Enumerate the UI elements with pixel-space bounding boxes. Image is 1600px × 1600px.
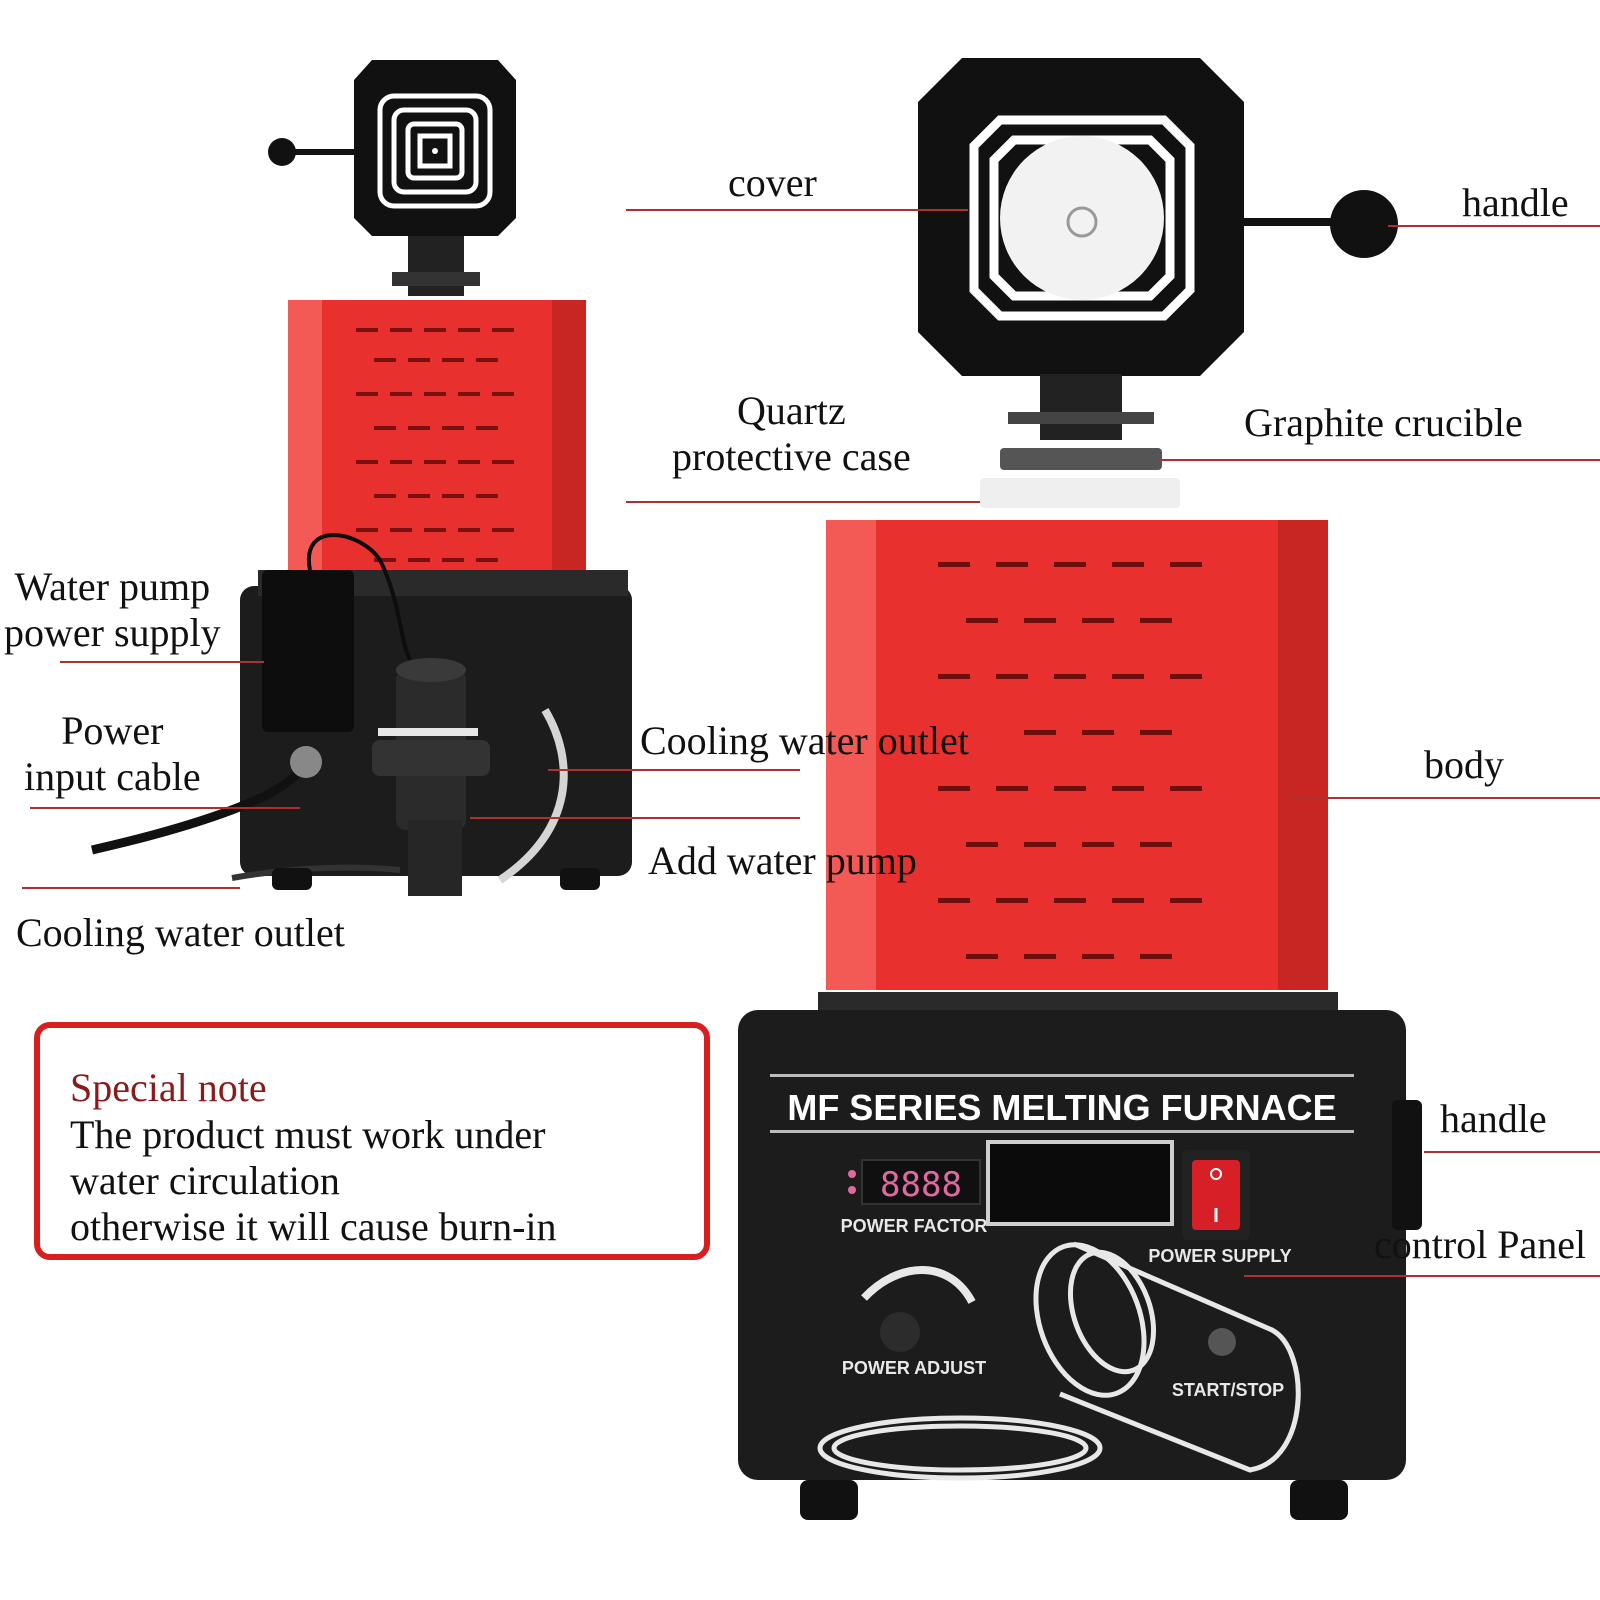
panel-window — [986, 1140, 1174, 1226]
label-handle-right: handle — [1440, 1096, 1547, 1141]
label-graphite-crucible: Graphite crucible — [1244, 400, 1523, 445]
special-note-line: otherwise it will cause burn-in — [70, 1204, 557, 1249]
start-stop-button — [1208, 1328, 1236, 1356]
rear-view-furnace — [91, 60, 632, 896]
label-cooling-water-outlet-left: Cooling water outlet — [16, 910, 345, 955]
panel-crucible-drawing — [817, 1241, 1301, 1481]
rear-body — [288, 300, 586, 586]
panel-power-adjust: POWER ADJUST — [842, 1358, 986, 1378]
label-power-input-cable: Power input cable — [24, 708, 201, 799]
special-note-line: The product must work under — [70, 1112, 546, 1157]
power-factor-display — [861, 1159, 981, 1205]
rear-vents — [356, 328, 514, 562]
label-cooling-water-outlet-mid: Cooling water outlet — [640, 718, 969, 763]
special-note-line: water circulation — [70, 1158, 340, 1203]
label-handle-top: handle — [1462, 180, 1569, 225]
front-view-furnace — [738, 58, 1422, 1520]
panel-power-supply: POWER SUPPLY — [1148, 1246, 1291, 1266]
cover-grille-icon — [969, 115, 1195, 321]
panel-display-value: 8888 — [880, 1165, 962, 1205]
label-quartz-case: Quartz protective case — [672, 388, 911, 479]
front-body — [826, 520, 1328, 990]
side-handle — [1392, 1100, 1422, 1230]
panel-series-title: MF SERIES MELTING FURNACE — [787, 1087, 1336, 1128]
panel-text: MF SERIES MELTING FURNACE 8888 POWER FAC… — [787, 1087, 1336, 1400]
special-note-box: Special note The product must work under… — [34, 1022, 710, 1260]
leader-lines — [22, 209, 1600, 1277]
label-add-water-pump: Add water pump — [648, 838, 917, 883]
water-pump-icon — [372, 658, 490, 896]
front-vents — [938, 562, 1202, 959]
cover-grille-icon — [377, 93, 493, 209]
front-handle-knob — [1330, 190, 1398, 258]
special-note-body: The product must work under water circul… — [70, 1112, 557, 1250]
rear-handle-knob — [268, 138, 296, 166]
label-control-panel: control Panel — [1374, 1222, 1587, 1267]
crucible-icon — [1000, 136, 1164, 300]
panel-power-factor: POWER FACTOR — [841, 1216, 988, 1236]
special-note-title: Special note — [70, 1065, 267, 1110]
label-water-pump-power: Water pump power supply — [4, 564, 221, 655]
knob-icon — [880, 1312, 920, 1352]
label-body: body — [1424, 742, 1504, 787]
label-cover: cover — [728, 160, 817, 205]
water-pump-adapter — [262, 570, 354, 732]
panel-start-stop: START/STOP — [1172, 1380, 1284, 1400]
